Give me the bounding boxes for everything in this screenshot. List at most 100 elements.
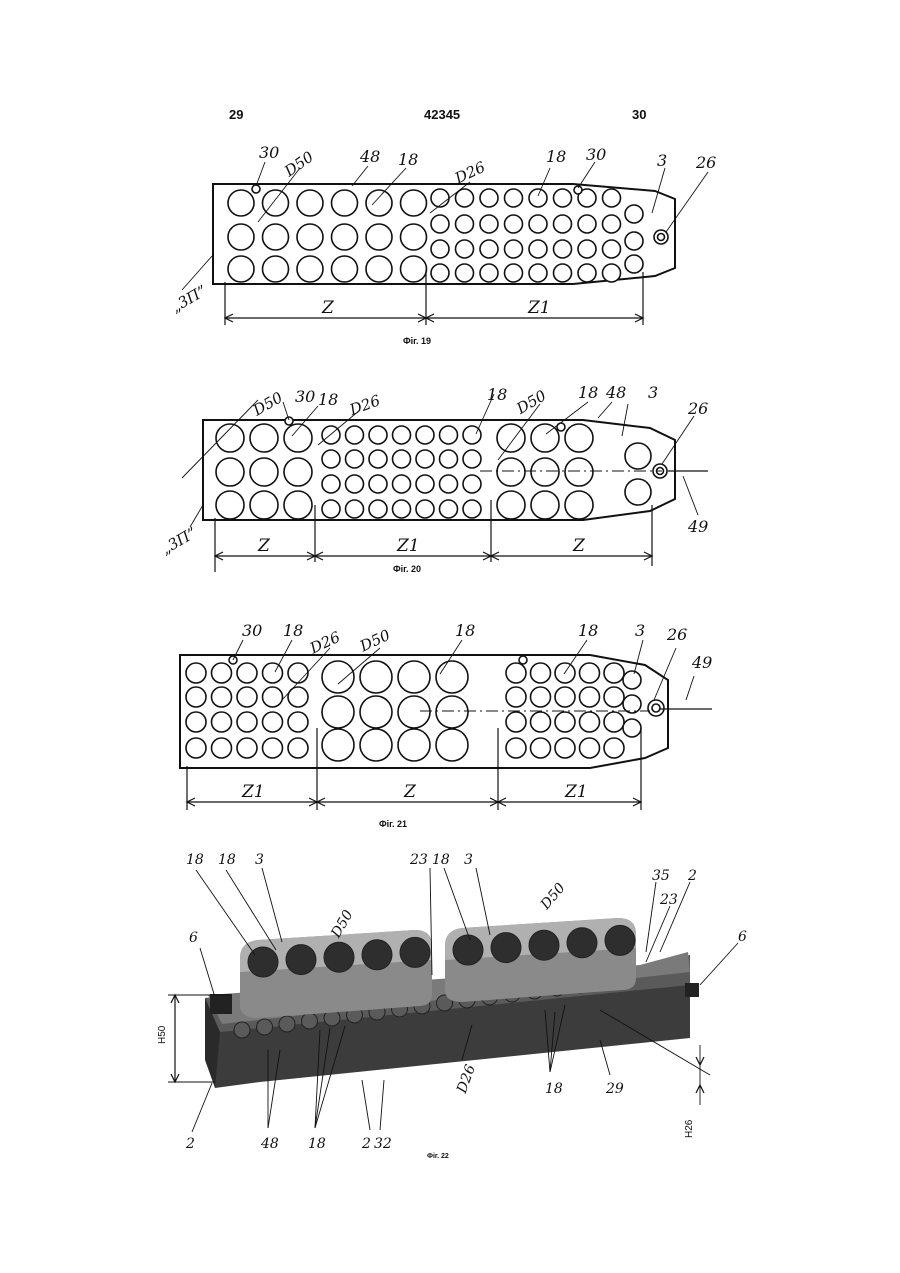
label-49: 49 <box>691 653 712 672</box>
hole-d26 <box>506 738 526 758</box>
hole-d26 <box>237 738 257 758</box>
hole-d26 <box>580 663 600 683</box>
label-18a: 18 <box>283 621 303 640</box>
hole-d26 <box>186 712 206 732</box>
label-d50a: D50 <box>249 388 286 420</box>
hole-d26 <box>346 500 364 518</box>
hole-d26 <box>212 738 232 758</box>
caption-fig-20: Фіг. 20 <box>393 564 421 574</box>
page-number-right: 30 <box>632 107 646 122</box>
hole-d26 <box>554 215 572 233</box>
label-3p: „3П” <box>168 282 210 317</box>
hole-d26 <box>346 475 364 493</box>
hole-d26 <box>554 240 572 258</box>
hole-d26 <box>346 450 364 468</box>
hole-d26 <box>237 663 257 683</box>
hole-d26 <box>346 426 364 444</box>
hole-d26 <box>529 240 547 258</box>
hole-d26 <box>506 663 526 683</box>
large-hole-d50 <box>286 945 316 975</box>
label-30: 30 <box>295 387 315 406</box>
hole-d26 <box>416 426 434 444</box>
hole-d26 <box>431 189 449 207</box>
hole-d50 <box>360 729 392 761</box>
hole-d26 <box>506 687 526 707</box>
hole-d26 <box>212 712 232 732</box>
label-18c: 18 <box>578 621 598 640</box>
hole-d26 <box>623 671 641 689</box>
hole-d50 <box>401 256 427 282</box>
hole-d26 <box>416 500 434 518</box>
hole-d26 <box>416 450 434 468</box>
hole-d26 <box>555 712 575 732</box>
label-18a: 18 <box>318 390 338 409</box>
hole-d50 <box>401 224 427 250</box>
hole-d26 <box>505 240 523 258</box>
dim-z-right: Z <box>572 536 586 556</box>
figure-20: D50 30 18 D26 18 D50 18 48 3 26 49 „3П” … <box>0 375 900 580</box>
figure-20-drawing: D50 30 18 D26 18 D50 18 48 3 26 49 „3П” … <box>0 375 900 580</box>
label-18a: 18 <box>398 150 418 169</box>
hole-d26 <box>463 475 481 493</box>
label-d26: D26 <box>454 1063 479 1097</box>
hole-d50 <box>284 491 312 519</box>
hole-d50 <box>565 424 593 452</box>
small-hole-d26 <box>302 1013 318 1029</box>
hole-d26 <box>322 475 340 493</box>
hole-d26 <box>529 189 547 207</box>
hole-d50 <box>398 696 430 728</box>
hole-d26 <box>580 738 600 758</box>
label-d50b: D50 <box>512 386 549 418</box>
hole-30 <box>519 656 527 664</box>
connector-right <box>685 983 699 997</box>
label-48: 48 <box>359 147 380 166</box>
hole-d26 <box>603 240 621 258</box>
hole-d50 <box>250 491 278 519</box>
hole-d50 <box>360 696 392 728</box>
label-18b: 18 <box>218 852 236 868</box>
hole-d50 <box>216 491 244 519</box>
hole-d26 <box>480 215 498 233</box>
hole-d26 <box>440 500 458 518</box>
hole-d50 <box>284 424 312 452</box>
label-30b: 30 <box>586 145 606 164</box>
label-23b: 23 <box>659 892 678 908</box>
hole-d26 <box>212 687 232 707</box>
hole-d26 <box>554 189 572 207</box>
hole-d50 <box>531 424 559 452</box>
hole-d26 <box>263 687 283 707</box>
hole-d26 <box>529 215 547 233</box>
hole-d26 <box>431 240 449 258</box>
page-number-left: 29 <box>229 107 243 122</box>
hole-d50 <box>366 256 392 282</box>
figure-21: 30 18 D26 D50 18 18 3 26 49 Z1 Z Z1 Фіг.… <box>0 615 900 835</box>
label-6a: 6 <box>189 930 198 946</box>
hole-d26 <box>322 450 340 468</box>
hole-d26 <box>505 189 523 207</box>
label-3: 3 <box>648 383 658 402</box>
hole-d26 <box>555 687 575 707</box>
hole-d26 <box>322 500 340 518</box>
label-18c: 18 <box>432 852 450 868</box>
hole-d26 <box>555 738 575 758</box>
hole-d26 <box>393 475 411 493</box>
hole-d26 <box>369 426 387 444</box>
hole-d26 <box>604 712 624 732</box>
label-49: 49 <box>687 517 708 536</box>
hole-d26 <box>505 264 523 282</box>
hole-d26 <box>456 240 474 258</box>
label-35: 35 <box>652 868 670 884</box>
dim-z: Z <box>403 782 417 802</box>
hole-d26 <box>369 450 387 468</box>
hole-d26 <box>625 232 643 250</box>
hole-d26 <box>480 240 498 258</box>
figure-21-drawing: 30 18 D26 D50 18 18 3 26 49 Z1 Z Z1 <box>0 615 900 835</box>
hole-d26 <box>603 215 621 233</box>
hole-d26 <box>237 687 257 707</box>
hole-d26 <box>603 264 621 282</box>
hole-d26 <box>393 500 411 518</box>
hole-d50 <box>263 256 289 282</box>
hole-d50 <box>297 256 323 282</box>
small-hole-d26 <box>257 1019 273 1035</box>
hole-d50 <box>366 224 392 250</box>
